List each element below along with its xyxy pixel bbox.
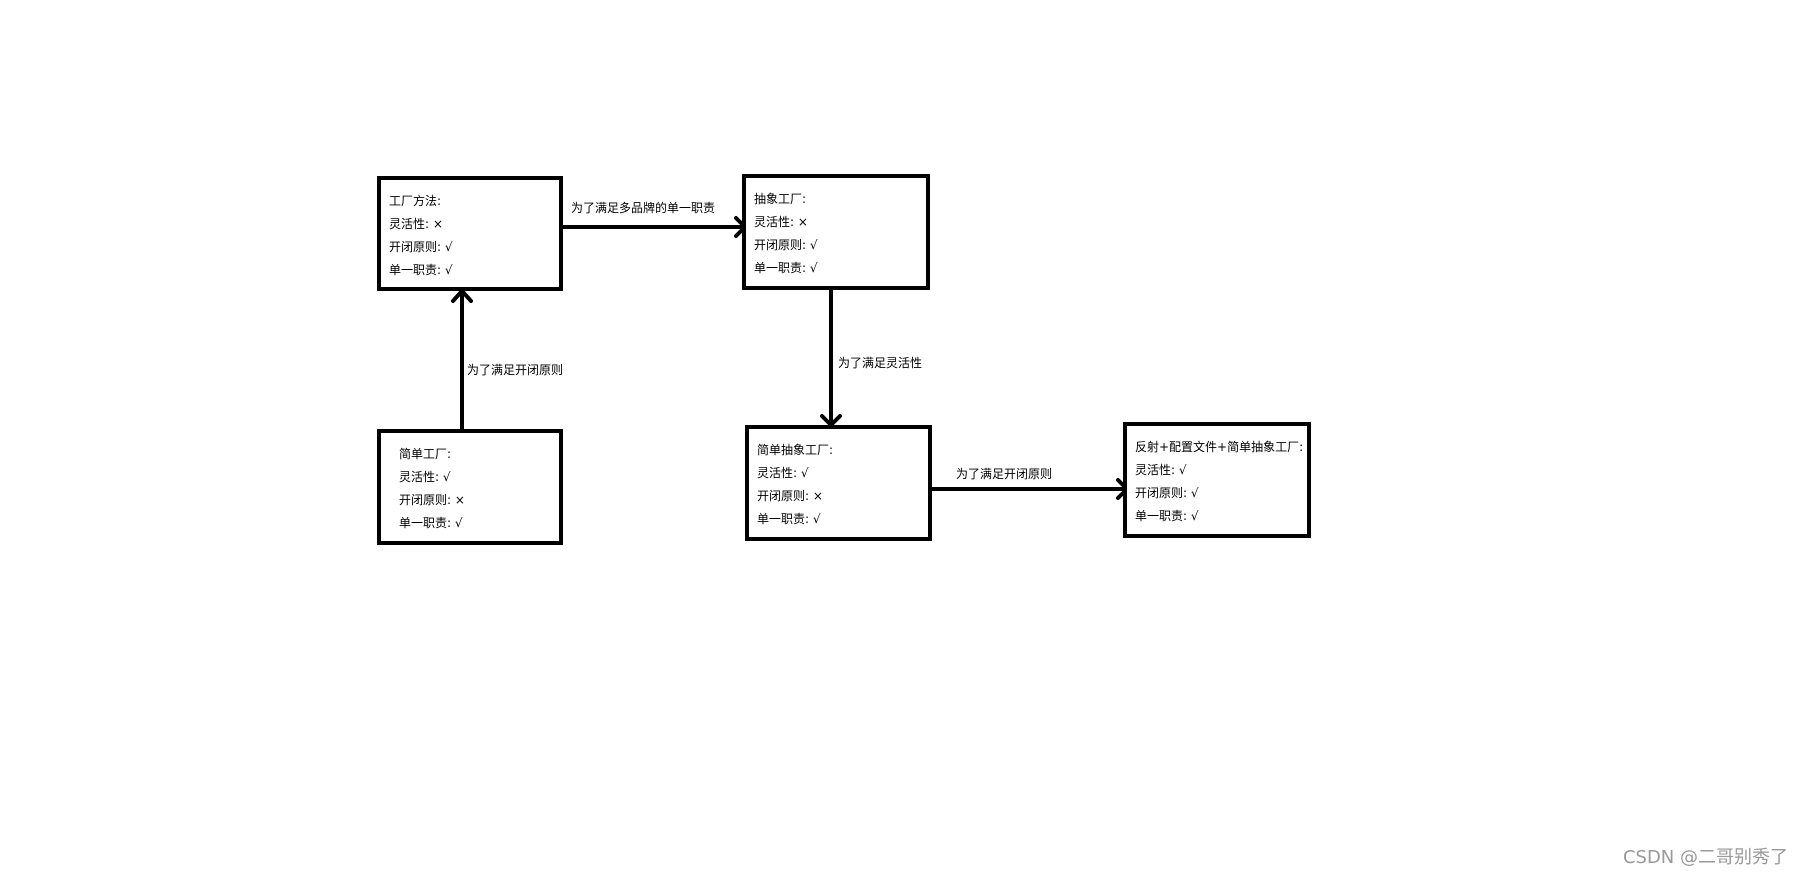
- node-abstract-factory: 抽象工厂: 灵活性: × 开闭原则: √ 单一职责: √: [742, 174, 930, 290]
- node-simple-factory: 简单工厂: 灵活性: √ 开闭原则: × 单一职责: √: [377, 429, 563, 545]
- node-line-open-closed: 开闭原则: ×: [399, 493, 465, 507]
- node-factory-method: 工厂方法: 灵活性: × 开闭原则: √ 单一职责: √: [377, 176, 563, 291]
- node-line-open-closed: 开闭原则: √: [1135, 486, 1199, 500]
- watermark: CSDN @二哥别秀了: [1622, 847, 1788, 868]
- node-title: 简单抽象工厂:: [757, 443, 834, 457]
- edge-label-simple-to-factory-method: 为了满足开闭原则: [467, 363, 564, 377]
- edge-label-simple-abstract-to-reflection: 为了满足开闭原则: [956, 467, 1053, 481]
- node-line-flexibility: 灵活性: √: [757, 466, 809, 480]
- node-simple-abstract-factory: 简单抽象工厂: 灵活性: √ 开闭原则: × 单一职责: √: [745, 425, 932, 541]
- node-line-single-responsibility: 单一职责: √: [389, 263, 453, 277]
- node-line-open-closed: 开闭原则: √: [389, 240, 453, 254]
- node-line-open-closed: 开闭原则: ×: [757, 489, 823, 503]
- node-line-single-responsibility: 单一职责: √: [754, 261, 818, 275]
- node-line-flexibility: 灵活性: √: [1135, 463, 1187, 477]
- node-line-flexibility: 灵活性: √: [399, 470, 451, 484]
- node-title: 工厂方法:: [389, 194, 442, 208]
- node-title: 抽象工厂:: [754, 192, 807, 206]
- node-line-flexibility: 灵活性: ×: [389, 217, 443, 231]
- node-title: 反射+配置文件+简单抽象工厂:: [1135, 440, 1304, 454]
- node-line-single-responsibility: 单一职责: √: [399, 516, 463, 530]
- arrowhead-up: [451, 289, 473, 303]
- node-line-single-responsibility: 单一职责: √: [1135, 509, 1199, 523]
- node-line-open-closed: 开闭原则: √: [754, 238, 818, 252]
- node-line-single-responsibility: 单一职责: √: [757, 512, 821, 526]
- node-title: 简单工厂:: [399, 447, 452, 461]
- node-line-flexibility: 灵活性: ×: [754, 215, 808, 229]
- node-reflection-config-factory: 反射+配置文件+简单抽象工厂: 灵活性: √ 开闭原则: √ 单一职责: √: [1123, 422, 1311, 538]
- edge-label-factory-method-to-abstract: 为了满足多品牌的单一职责: [571, 201, 716, 215]
- edge-label-abstract-to-simple-abstract: 为了满足灵活性: [838, 356, 923, 370]
